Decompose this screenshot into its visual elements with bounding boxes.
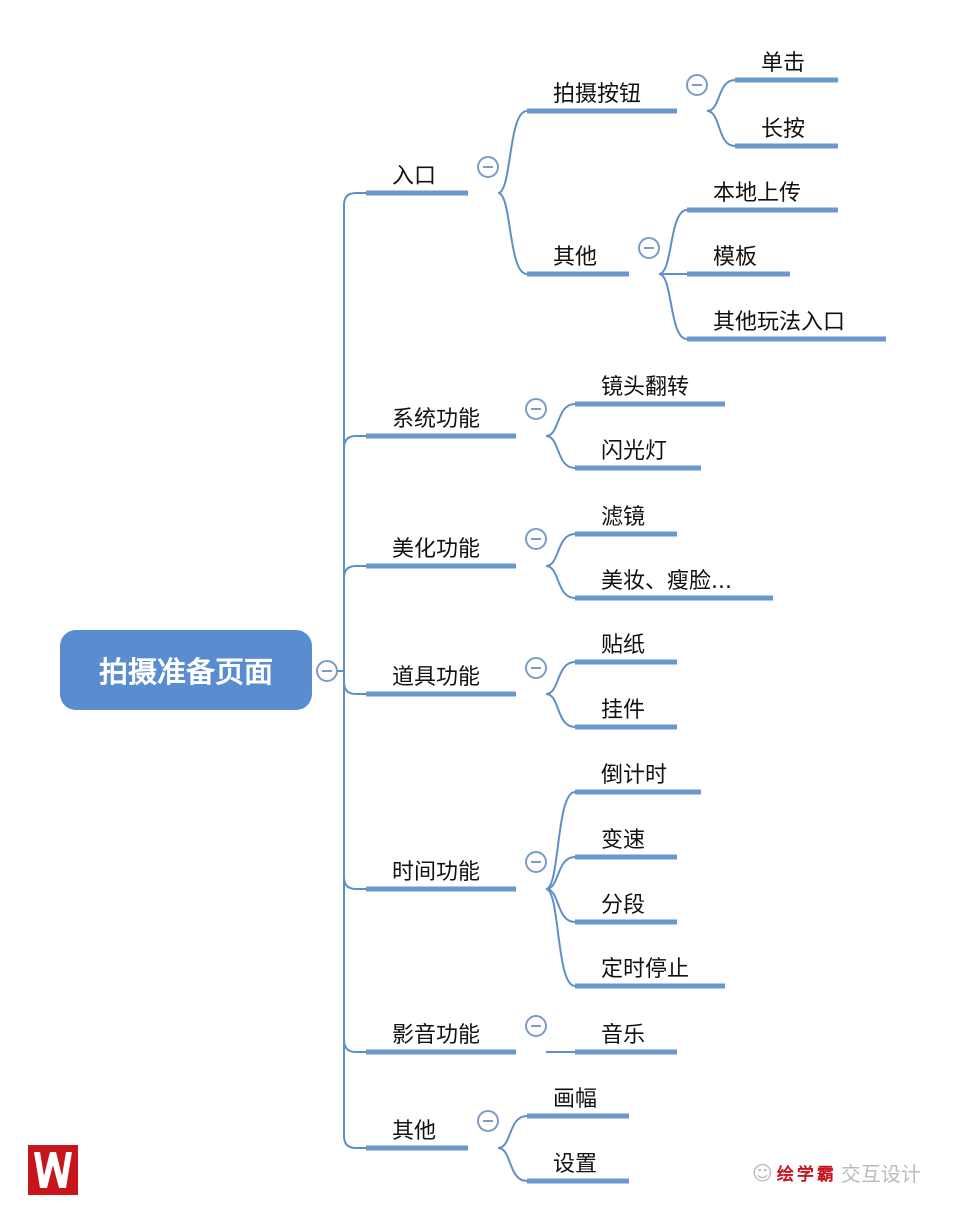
sub-node[interactable]: 音乐 [575, 1023, 677, 1055]
leaf-node[interactable]: 本地上传 [687, 181, 838, 213]
node-label: 其他 [392, 1119, 436, 1144]
node-label: 道具功能 [392, 665, 480, 690]
collapse-icon[interactable] [477, 1110, 499, 1132]
connector-line [545, 791, 576, 890]
connector-line [658, 273, 688, 340]
branch-node[interactable]: 道具功能 [366, 665, 516, 697]
node-label: 定时停止 [601, 957, 689, 982]
node-label: 贴纸 [601, 633, 645, 658]
sub-node[interactable]: 贴纸 [575, 633, 677, 665]
connector-line [328, 670, 366, 1149]
node-label: 挂件 [601, 698, 645, 723]
connector-line [706, 79, 736, 112]
node-label: 倒计时 [601, 763, 667, 788]
node-label: 镜头翻转 [601, 375, 689, 400]
sub-node[interactable]: 滤镜 [575, 505, 677, 537]
connector-line [658, 209, 688, 275]
sub-node[interactable]: 挂件 [575, 698, 677, 730]
watermark-brand: 绘学霸 [776, 1165, 837, 1185]
node-label: 其他 [553, 245, 597, 270]
wechat-icon: ☺ [752, 1160, 773, 1185]
collapse-icon[interactable] [525, 1015, 547, 1037]
branch-node[interactable]: 影音功能 [366, 1023, 516, 1055]
node-label: 美妆、瘦脸... [601, 569, 732, 594]
node-label: 长按 [761, 117, 805, 142]
connector-line [328, 670, 366, 1053]
connector-line [497, 1115, 528, 1149]
connector-line [706, 110, 736, 147]
node-label: 其他玩法入口 [713, 310, 845, 335]
node-label: 画幅 [553, 1087, 597, 1112]
sub-node[interactable]: 闪光灯 [575, 439, 701, 471]
node-label: 拍摄按钮 [553, 82, 641, 107]
connector-line [545, 403, 576, 437]
collapse-icon[interactable] [638, 237, 660, 259]
sub-node[interactable]: 变速 [575, 828, 677, 860]
connector-line [545, 888, 576, 987]
connector-line [545, 533, 576, 567]
connector-line [545, 435, 576, 469]
node-label: 美化功能 [392, 537, 480, 562]
node-label: 设置 [553, 1152, 597, 1177]
branch-node[interactable]: 时间功能 [366, 860, 516, 892]
root-label: 拍摄准备页面 [99, 655, 273, 689]
sub-node[interactable]: 其他 [527, 245, 629, 277]
node-label: 时间功能 [392, 860, 480, 885]
connector-line [328, 192, 366, 672]
connector-line [497, 1147, 528, 1182]
collapse-icon[interactable] [686, 74, 708, 96]
node-label: 变速 [601, 828, 645, 853]
collapse-icon[interactable] [525, 851, 547, 873]
sub-node[interactable]: 分段 [575, 893, 677, 925]
sub-node[interactable]: 倒计时 [575, 763, 701, 795]
node-label: 音乐 [601, 1023, 645, 1048]
leaf-node[interactable]: 模板 [687, 245, 790, 277]
root-node[interactable]: 拍摄准备页面 [60, 630, 312, 710]
branch-node[interactable]: 入口 [366, 164, 468, 196]
connector-line [497, 110, 528, 194]
collapse-icon[interactable] [525, 528, 547, 550]
watermark: ☺ 绘学霸 交互设计 [752, 1158, 921, 1187]
leaf-node[interactable]: 长按 [735, 117, 838, 149]
connector-line [545, 693, 576, 728]
node-label: 单击 [761, 51, 805, 76]
watermark-text: 交互设计 [840, 1162, 921, 1186]
sub-node[interactable]: 定时停止 [575, 957, 725, 989]
sub-node[interactable]: 镜头翻转 [575, 375, 725, 407]
collapse-icon[interactable] [525, 398, 547, 420]
sub-node[interactable]: 美妆、瘦脸... [575, 569, 773, 601]
branch-node[interactable]: 美化功能 [366, 537, 516, 569]
node-label: 入口 [392, 164, 436, 189]
sub-node[interactable]: 画幅 [527, 1087, 629, 1119]
branch-node[interactable]: 其他 [366, 1119, 468, 1151]
node-label: 闪光灯 [601, 439, 667, 464]
sub-node[interactable]: 拍摄按钮 [527, 82, 677, 114]
connector-line [545, 661, 576, 695]
leaf-node[interactable]: 其他玩法入口 [687, 310, 886, 342]
connector-line [497, 192, 528, 275]
connector-line [545, 856, 576, 890]
connector-line [545, 565, 576, 599]
connector-line [328, 670, 366, 890]
leaf-node[interactable]: 单击 [735, 51, 838, 83]
collapse-icon[interactable] [525, 657, 547, 679]
node-label: 滤镜 [601, 505, 645, 530]
node-label: 影音功能 [392, 1023, 480, 1048]
sub-node[interactable]: 设置 [527, 1152, 629, 1184]
node-label: 系统功能 [392, 407, 480, 432]
connector-line [328, 565, 366, 672]
node-label: 模板 [713, 245, 757, 270]
node-label: 本地上传 [713, 181, 801, 206]
node-label: 分段 [601, 893, 645, 918]
collapse-icon[interactable] [477, 156, 499, 178]
connector-line [328, 435, 366, 672]
collapse-icon[interactable] [316, 660, 338, 682]
root-box [60, 630, 312, 710]
branch-node[interactable]: 系统功能 [366, 407, 516, 439]
